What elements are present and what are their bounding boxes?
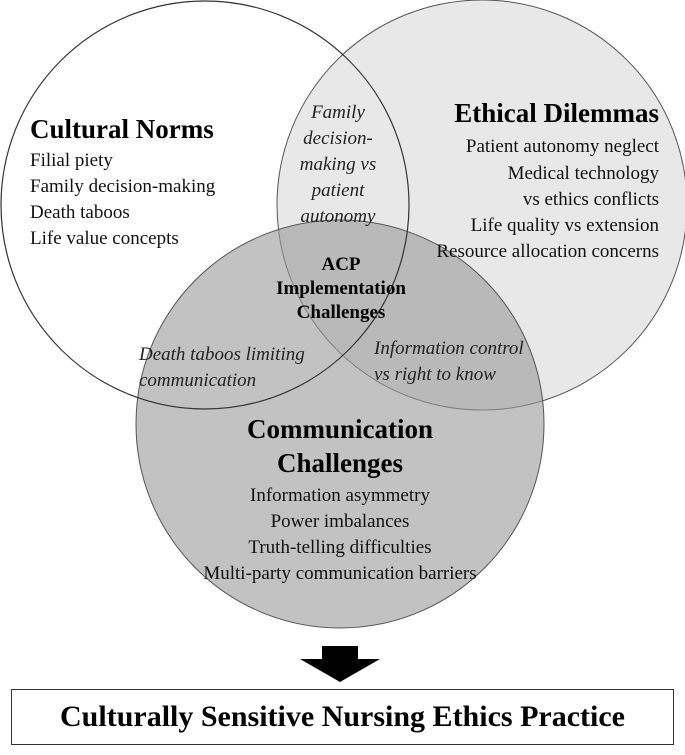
ethical-item: Life quality vs extension bbox=[471, 215, 660, 236]
ethical-item: vs ethics conflicts bbox=[523, 189, 659, 210]
communication-item: Truth-telling difficulties bbox=[248, 537, 431, 558]
overlap-ethical-communication-line: Information control bbox=[373, 338, 524, 359]
result-label: Culturally Sensitive Nursing Ethics Prac… bbox=[60, 700, 625, 733]
cultural-norms-circle bbox=[0, 0, 410, 410]
communication-challenges-title: Communication bbox=[247, 414, 433, 444]
ethical-dilemmas-title: Ethical Dilemmas bbox=[454, 98, 659, 128]
communication-item: Power imbalances bbox=[271, 511, 410, 532]
overlap-cultural-ethical-line: making vs bbox=[300, 154, 377, 175]
overlap-cultural-ethical-line: patient bbox=[310, 180, 365, 201]
ethical-item: Medical technology bbox=[508, 163, 660, 184]
cultural-norms-title: Cultural Norms bbox=[30, 114, 214, 144]
cultural-item: Filial piety bbox=[30, 150, 113, 171]
communication-challenges-title: Challenges bbox=[277, 448, 403, 478]
center-label-line: Challenges bbox=[297, 302, 386, 323]
overlap-ethical-communication-line: vs right to know bbox=[374, 364, 496, 385]
overlap-cultural-ethical-line: Family bbox=[310, 102, 365, 123]
cultural-item: Family decision-making bbox=[30, 176, 216, 197]
communication-challenges-circle bbox=[135, 219, 545, 629]
cultural-item: Life value concepts bbox=[30, 228, 179, 249]
overlap-cultural-communication-line: communication bbox=[139, 370, 256, 391]
overlap-cultural-communication-line: Death taboos limiting bbox=[138, 344, 305, 365]
result-box: Culturally Sensitive Nursing Ethics Prac… bbox=[11, 689, 674, 745]
overlap-cultural-ethical-line: autonomy bbox=[301, 206, 377, 227]
cultural-item: Death taboos bbox=[30, 202, 130, 223]
ethical-item: Resource allocation concerns bbox=[436, 241, 659, 262]
center-label-line: ACP bbox=[321, 254, 360, 275]
down-arrow-icon bbox=[300, 646, 380, 682]
center-label-line: Implementation bbox=[276, 278, 406, 299]
communication-item: Multi-party communication barriers bbox=[203, 563, 476, 584]
venn-diagram: Cultural Norms Filial piety Family decis… bbox=[0, 0, 685, 682]
communication-item: Information asymmetry bbox=[250, 485, 430, 506]
ethical-item: Patient autonomy neglect bbox=[466, 136, 660, 157]
overlap-cultural-ethical-line: decision- bbox=[303, 128, 373, 149]
